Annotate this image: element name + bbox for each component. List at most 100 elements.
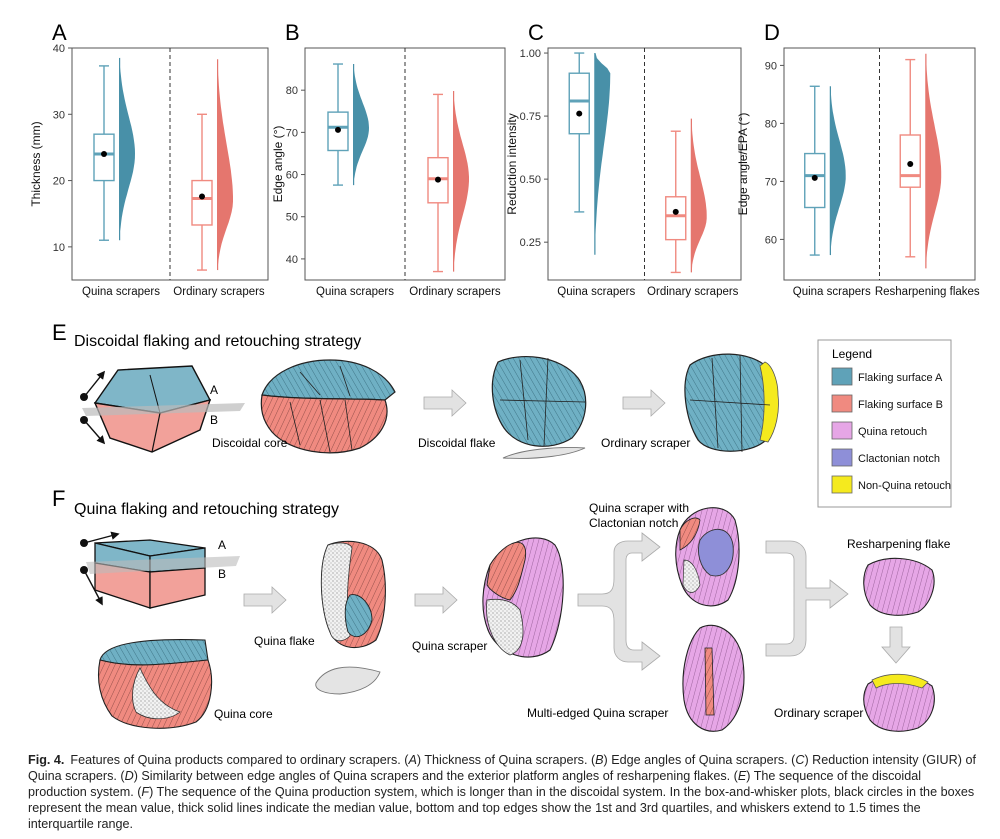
legend-swatch: [831, 394, 853, 413]
caption-ref: A: [408, 753, 417, 767]
x-category-label: Resharpening flakes: [875, 286, 980, 298]
caption-text: Features of Quina products compared to o…: [28, 753, 976, 831]
y-tick-label: 0.50: [520, 174, 541, 186]
density-violin: [829, 86, 846, 256]
arrow-icon: [243, 586, 287, 614]
mean-dot: [435, 176, 441, 183]
density-violin: [217, 59, 233, 271]
y-tick-label: 80: [765, 118, 777, 130]
y-axis-label: Edge angle (°): [271, 126, 285, 203]
arrow-icon: [423, 389, 467, 417]
panel-e: E Discoidal flaking and retouching strat…: [52, 320, 779, 459]
y-tick-label: 0.25: [520, 237, 541, 249]
y-tick-label: 0.75: [520, 111, 541, 123]
quina-core-schematic: A B: [80, 531, 240, 609]
panel-label-c: C: [528, 20, 544, 45]
y-tick-label: 50: [286, 212, 298, 224]
density-violin: [925, 53, 942, 269]
panel-label-b: B: [285, 20, 300, 45]
panel-label-f: F: [52, 486, 65, 511]
x-category-label: Ordinary scrapers: [409, 286, 501, 298]
mean-dot: [576, 110, 583, 117]
surface-a-label: A: [210, 383, 218, 397]
panel-label-a: A: [52, 20, 67, 45]
quina-scraper-drawing: [482, 537, 564, 658]
quina-core-label: Quina core: [214, 707, 273, 721]
legend-entry-label: Non-Quina retouch: [858, 480, 951, 492]
discoidal-flake-label: Discoidal flake: [418, 436, 496, 450]
y-tick-label: 60: [765, 234, 777, 246]
y-tick-label: 40: [53, 43, 65, 55]
y-tick-label: 70: [765, 176, 777, 188]
density-violin: [353, 64, 369, 186]
quina-flake-label: Quina flake: [254, 634, 315, 648]
iqr-box: [93, 133, 115, 182]
y-tick-label: 60: [286, 170, 298, 182]
quina-notch-label-line2: Clactonian notch: [589, 516, 678, 530]
arrow-icon: [881, 626, 911, 664]
y-tick-label: 90: [765, 60, 777, 72]
quina-scraper-label: Quina scraper: [412, 639, 487, 653]
caption-part: ) Similarity between edge angles of Quin…: [133, 769, 738, 783]
figure-caption: Fig. 4. Features of Quina products compar…: [28, 752, 983, 832]
density-violin: [453, 91, 469, 272]
arrow-icon: [414, 586, 458, 614]
x-category-label: Quina scrapers: [793, 286, 871, 298]
surface-a-label: A: [218, 538, 226, 552]
legend-swatch: [831, 448, 853, 467]
mean-dot: [672, 208, 679, 215]
quina-core-drawing: [97, 639, 213, 729]
iqr-box: [665, 196, 687, 241]
ordinary-scraper-drawing: [684, 353, 779, 453]
mean-dot: [811, 174, 818, 181]
legend-swatch: [831, 367, 853, 386]
x-category-label: Quina scrapers: [557, 286, 635, 298]
ordinary-scraper-e-label: Ordinary scraper: [601, 436, 690, 450]
y-tick-label: 70: [286, 127, 298, 139]
iqr-box: [568, 72, 590, 135]
y-tick-label: 80: [286, 85, 298, 97]
arrow-icon: [765, 540, 849, 657]
iqr-box: [191, 179, 213, 226]
figure-number: Fig. 4.: [28, 753, 65, 767]
mean-dot: [199, 193, 205, 200]
arrow-icon: [622, 389, 666, 417]
caption-part: ) Thickness of Quina scrapers. (: [416, 753, 596, 767]
quina-scraper-notch-drawing: [675, 507, 740, 607]
caption-ref: D: [124, 769, 134, 783]
caption-ref: C: [795, 753, 805, 767]
legend-entry-label: Clactonian notch: [858, 453, 940, 465]
resharpening-flake-drawing: [863, 557, 935, 616]
legend-entry-label: Flaking surface A: [858, 372, 943, 384]
density-violin: [594, 53, 611, 255]
legend-entry-label: Flaking surface B: [858, 399, 943, 411]
legend-entry-label: Quina retouch: [858, 426, 927, 438]
y-tick-label: 20: [53, 176, 65, 188]
caption-ref: E: [737, 769, 747, 783]
x-category-label: Ordinary scrapers: [647, 286, 739, 298]
y-tick-label: 40: [286, 254, 298, 266]
caption-part: ) Reduction intensity (GIUR) of Quina sc…: [28, 753, 976, 783]
panel-f: F Quina flaking and retouching strategy …: [52, 486, 951, 732]
caption-part: ) The sequence of the discoidal producti…: [28, 769, 922, 799]
caption-part: ) The sequence of the Quina production s…: [28, 785, 975, 831]
x-category-label: Quina scrapers: [82, 286, 160, 298]
caption-ref: F: [141, 785, 150, 799]
panel-label-e: E: [52, 320, 67, 345]
legend-swatch: [831, 421, 853, 440]
surface-b-label: B: [218, 567, 226, 581]
ordinary-scraper-f-drawing: [863, 673, 935, 732]
panel-e-title: Discoidal flaking and retouching strateg…: [74, 333, 361, 350]
mean-dot: [335, 126, 341, 133]
y-tick-label: 1.00: [520, 48, 541, 60]
discoidal-core-drawing: [260, 359, 396, 454]
density-violin: [119, 57, 135, 241]
caption-part: Features of Quina products compared to o…: [70, 753, 409, 767]
mean-dot: [907, 161, 914, 167]
surface-b-label: B: [210, 413, 218, 427]
